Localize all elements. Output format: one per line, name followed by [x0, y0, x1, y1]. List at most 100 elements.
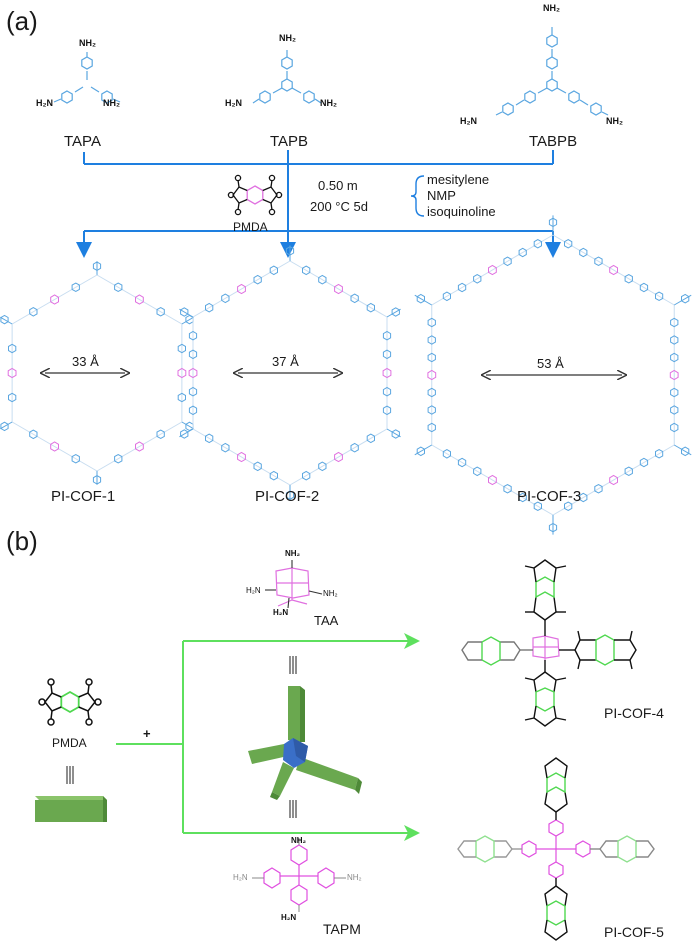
pmda-ring [609, 264, 618, 276]
bond [431, 444, 554, 516]
phenyl-ring [624, 274, 633, 284]
bond [96, 421, 183, 472]
pi-cof-4-label: PI-COF-4 [604, 705, 664, 721]
phenyl-ring [473, 466, 482, 477]
pmda-ring [427, 369, 437, 381]
solvent-3: isoquinoline [427, 204, 496, 219]
equivalence-sign-bottom [289, 800, 297, 818]
phenyl-ring [473, 274, 482, 284]
phenyl-ring [382, 330, 392, 341]
bond [179, 308, 194, 318]
pi-cof-5-structure [457, 757, 655, 941]
phenyl-ring [681, 446, 690, 457]
phenyl-ring [8, 343, 17, 354]
phenyl-ring [518, 492, 527, 503]
phenyl-ring [71, 454, 80, 464]
phenyl-ring [594, 256, 603, 266]
tabpb-amine-right: NH₂ [606, 116, 623, 126]
bond [192, 260, 291, 318]
phenyl-ring [269, 470, 278, 481]
tetrahedral-node-model [248, 686, 362, 800]
phenyl-ring [221, 442, 230, 453]
phenyl-ring [427, 422, 436, 433]
phenyl-ring [318, 274, 327, 285]
phenyl-ring [302, 265, 311, 276]
tapm-amine-left: H₂N [233, 873, 248, 882]
phenyl-ring [579, 492, 588, 503]
phenyl-ring [8, 392, 17, 403]
pmda-ring [609, 474, 618, 486]
phenyl-ring [548, 522, 558, 533]
phenyl-ring [177, 392, 186, 403]
phenyl-ring [624, 466, 633, 476]
phenyl-ring [29, 429, 38, 440]
phenyl-ring [114, 282, 123, 292]
phenyl-ring [457, 282, 467, 293]
tapb-label: TAPB [270, 133, 309, 150]
phenyl-ring [350, 442, 359, 453]
bond [552, 234, 675, 306]
phenyl-ring [302, 470, 311, 481]
pmda-ring [188, 367, 198, 379]
phenyl-ring [156, 307, 165, 317]
phenyl-ring [416, 293, 425, 304]
bond [11, 274, 98, 325]
solvent-1: mesitylene [427, 172, 490, 187]
taa-amine-bottom: H₂N [273, 608, 289, 617]
tabpb-label: TABPB [529, 133, 578, 150]
phenyl-ring [670, 352, 679, 363]
pmda-ring [488, 264, 497, 276]
tapb-amine-left: H₂N [225, 98, 242, 108]
taa-label: TAA [314, 613, 339, 628]
bond [431, 234, 554, 306]
phenyl-ring [366, 302, 375, 313]
pmda-ring [237, 451, 246, 463]
tapm-label: TAPM [323, 921, 361, 937]
phenyl-ring [92, 475, 102, 485]
phenyl-ring [427, 352, 436, 363]
phenyl-ring [71, 282, 80, 292]
phenyl-ring [655, 291, 664, 301]
phenyl-ring [503, 256, 512, 267]
phenyl-ring [205, 433, 214, 444]
pmda-ring [50, 441, 59, 452]
tapa-amine-left: H₂N [36, 98, 53, 108]
phenyl-ring [670, 317, 679, 328]
tabpb-structure [495, 27, 609, 116]
tapa-structure [53, 52, 121, 104]
phenyl-ring [285, 490, 295, 500]
phenyl-ring [382, 349, 392, 360]
tapa-amine-right: NH₂ [103, 98, 120, 108]
bond [0, 316, 13, 325]
pmda-label-b: PMDA [52, 736, 87, 750]
bond [179, 428, 194, 438]
phenyl-ring [391, 429, 400, 439]
phenyl-ring [318, 461, 327, 472]
cof-frameworks-a [0, 215, 692, 535]
bond [289, 260, 388, 318]
phenyl-ring [188, 349, 198, 360]
panel-b-label: (b) [6, 526, 38, 556]
phenyl-ring [427, 317, 436, 328]
tapa-label: TAPA [64, 133, 101, 150]
phenyl-ring [655, 449, 664, 459]
phenyl-ring [670, 405, 679, 415]
phenyl-ring [442, 291, 451, 302]
pmda-label-a: PMDA [233, 220, 268, 234]
phenyl-ring [427, 387, 436, 398]
phenyl-ring [0, 314, 9, 325]
pmda-ring [334, 451, 343, 463]
phenyl-ring [350, 293, 359, 304]
phenyl-ring [188, 405, 198, 416]
tapb-structure [252, 50, 322, 104]
taa-amine-right: NH₂ [323, 589, 338, 598]
bond [181, 421, 195, 430]
pore-size-cof-1: 33 Å [72, 354, 99, 369]
tapm-amine-bottom: H₂N [281, 913, 297, 922]
phenyl-ring [180, 307, 189, 317]
bond [96, 274, 183, 325]
pi-cof-5-label: PI-COF-5 [604, 924, 664, 940]
phenyl-ring [564, 239, 573, 249]
phenyl-ring [548, 217, 558, 228]
tapm-bonds [252, 838, 346, 912]
